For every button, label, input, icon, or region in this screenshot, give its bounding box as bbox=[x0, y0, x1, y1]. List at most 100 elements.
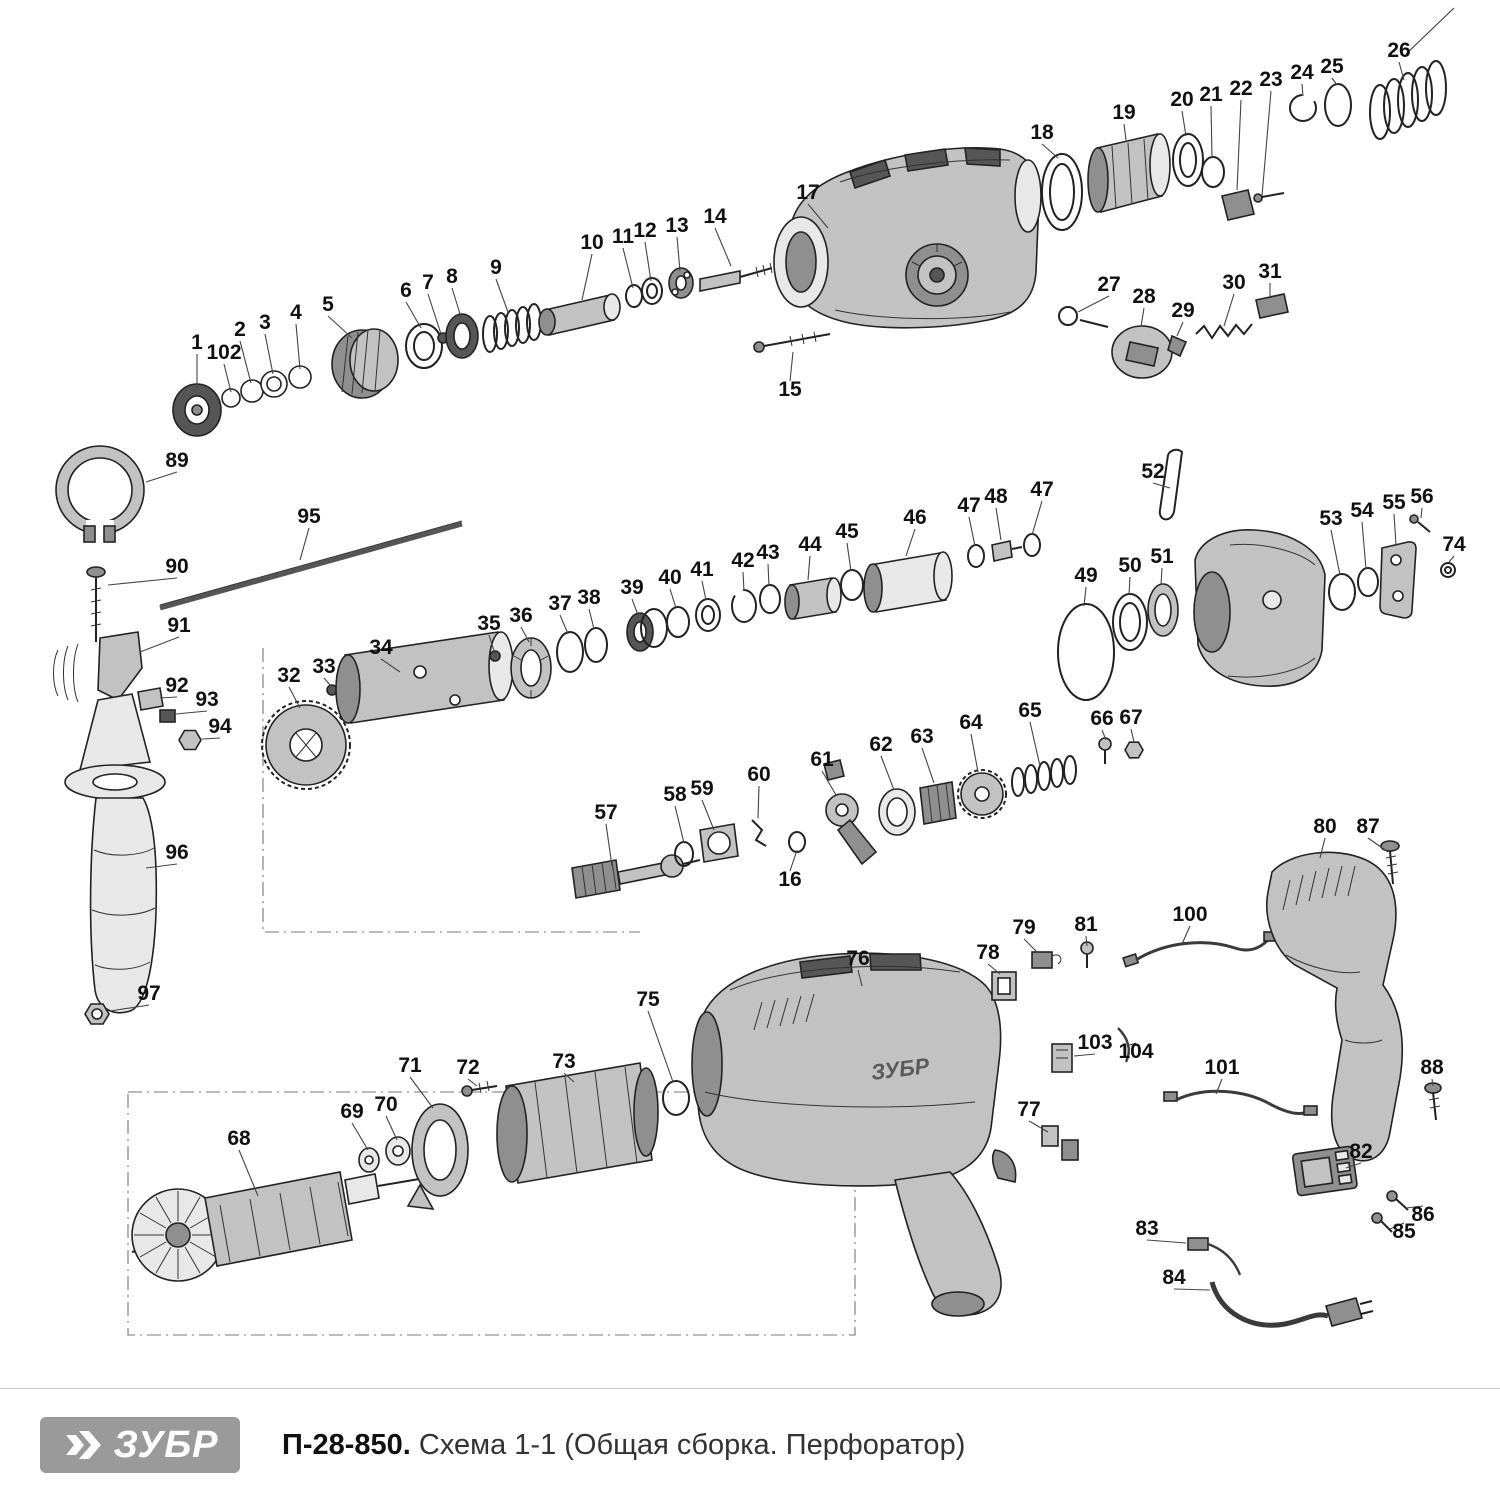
leader-line-36 bbox=[520, 626, 530, 643]
part-label-21: 21 bbox=[1199, 83, 1223, 106]
part-94-nut bbox=[178, 729, 202, 751]
part-label-87: 87 bbox=[1356, 815, 1379, 838]
part-92-plate bbox=[137, 687, 164, 711]
part-label-103: 103 bbox=[1077, 1031, 1112, 1054]
part-64-gear bbox=[957, 769, 1007, 819]
leader-line-91 bbox=[139, 636, 180, 653]
part-61-crank bbox=[823, 759, 878, 866]
part-label-39: 39 bbox=[620, 576, 643, 599]
part-85-screw bbox=[1371, 1212, 1393, 1233]
leader-line-67 bbox=[1130, 728, 1135, 743]
part-48-striker-pin bbox=[991, 540, 1023, 562]
part-label-27: 27 bbox=[1097, 273, 1120, 296]
part-label-31: 31 bbox=[1258, 260, 1282, 283]
leader-line-104 bbox=[1126, 1042, 1137, 1047]
leader-line-82 bbox=[1345, 1162, 1362, 1169]
part-56-screw bbox=[1409, 514, 1431, 533]
part-39-piston-ring bbox=[626, 608, 668, 652]
leader-line-33 bbox=[323, 677, 332, 687]
leader-line-20 bbox=[1181, 110, 1187, 137]
part-66-screw bbox=[1098, 737, 1112, 764]
part-65-spring bbox=[1011, 755, 1077, 797]
part-label-70: 70 bbox=[374, 1093, 397, 1116]
part-41-washer bbox=[695, 598, 721, 632]
part-83-connector-wire bbox=[1187, 1237, 1242, 1276]
part-label-47: 47 bbox=[957, 494, 980, 517]
part-label-12: 12 bbox=[633, 219, 656, 242]
leader-line-57 bbox=[605, 823, 613, 867]
leader-line-19 bbox=[1123, 123, 1127, 141]
part-20-ring bbox=[1172, 133, 1204, 187]
part-label-13: 13 bbox=[665, 214, 688, 237]
part-86-screw bbox=[1386, 1190, 1409, 1211]
part-label-43: 43 bbox=[756, 541, 779, 564]
part-102-washer bbox=[221, 388, 241, 408]
leader-line-48 bbox=[995, 507, 1002, 541]
leader-line-73 bbox=[563, 1072, 575, 1083]
leader-line-70 bbox=[385, 1115, 398, 1141]
leader-line-77 bbox=[1028, 1120, 1049, 1133]
part-44-piston bbox=[784, 577, 842, 620]
part-13-ball-ring bbox=[668, 267, 694, 299]
part-label-36: 36 bbox=[509, 604, 532, 627]
part-label-80: 80 bbox=[1313, 815, 1336, 838]
part-label-72: 72 bbox=[456, 1056, 479, 1079]
part-label-83: 83 bbox=[1135, 1217, 1158, 1240]
part-17-gear-housing bbox=[773, 146, 1042, 329]
leader-line-101 bbox=[1215, 1078, 1223, 1095]
part-label-62: 62 bbox=[869, 733, 892, 756]
part-18-ring bbox=[1041, 153, 1083, 231]
part-label-67: 67 bbox=[1119, 706, 1142, 729]
schema-title: П-28-850. Схема 1-1 (Общая сборка. Перфо… bbox=[282, 1429, 965, 1462]
part-label-20: 20 bbox=[1170, 88, 1193, 111]
part-28-mode-selector bbox=[1111, 325, 1173, 379]
part-label-19: 19 bbox=[1112, 101, 1135, 124]
part-label-5: 5 bbox=[322, 293, 334, 316]
leader-line-10 bbox=[581, 253, 593, 301]
part-label-100: 100 bbox=[1172, 903, 1207, 926]
part-10-barrel bbox=[538, 293, 621, 336]
leader-line-12 bbox=[644, 241, 652, 282]
part-22-bracket bbox=[1221, 189, 1255, 221]
leader-line-8 bbox=[451, 287, 462, 318]
leader-line-26 bbox=[1398, 61, 1405, 81]
leader-line-72 bbox=[467, 1078, 478, 1087]
part-label-4: 4 bbox=[290, 301, 302, 324]
leader-line-28 bbox=[1140, 307, 1145, 328]
leader-line-54 bbox=[1361, 521, 1367, 570]
part-79-carbon-brush bbox=[1031, 951, 1062, 969]
part-69-bearing bbox=[358, 1147, 380, 1173]
part-104-wire bbox=[1117, 1027, 1130, 1063]
part-label-59: 59 bbox=[690, 777, 713, 800]
part-label-51: 51 bbox=[1150, 545, 1174, 568]
leader-line-49 bbox=[1083, 586, 1087, 607]
part-label-65: 65 bbox=[1018, 699, 1042, 722]
part-label-18: 18 bbox=[1030, 121, 1054, 144]
part-21-ring bbox=[1201, 156, 1225, 188]
part-42-snap-ring bbox=[731, 589, 757, 623]
part-45-ring bbox=[840, 569, 864, 601]
leader-line-96 bbox=[145, 863, 178, 869]
part-80-rear-handle-cover bbox=[1266, 851, 1403, 1162]
part-35-pin bbox=[489, 650, 501, 662]
part-8-ring bbox=[445, 313, 479, 359]
leader-line-66 bbox=[1101, 729, 1107, 741]
part-11-ring bbox=[625, 284, 643, 308]
part-label-17: 17 bbox=[796, 181, 819, 204]
part-1-chuck-cap bbox=[172, 383, 222, 437]
part-label-49: 49 bbox=[1074, 564, 1097, 587]
part-label-10: 10 bbox=[580, 231, 603, 254]
part-label-85: 85 bbox=[1392, 1220, 1416, 1243]
part-label-16: 16 bbox=[778, 868, 801, 891]
part-5-chuck-collar bbox=[331, 328, 399, 399]
leader-line-65 bbox=[1029, 721, 1041, 767]
leader-line-18 bbox=[1041, 143, 1059, 159]
leader-line-69 bbox=[351, 1122, 369, 1151]
part-label-30: 30 bbox=[1222, 271, 1245, 294]
part-52-wire-clip bbox=[1158, 448, 1184, 521]
leader-line-7 bbox=[427, 293, 442, 335]
leader-line-42 bbox=[742, 571, 745, 592]
part-label-48: 48 bbox=[984, 485, 1008, 508]
part-label-78: 78 bbox=[976, 941, 1000, 964]
part-label-14: 14 bbox=[703, 205, 727, 228]
